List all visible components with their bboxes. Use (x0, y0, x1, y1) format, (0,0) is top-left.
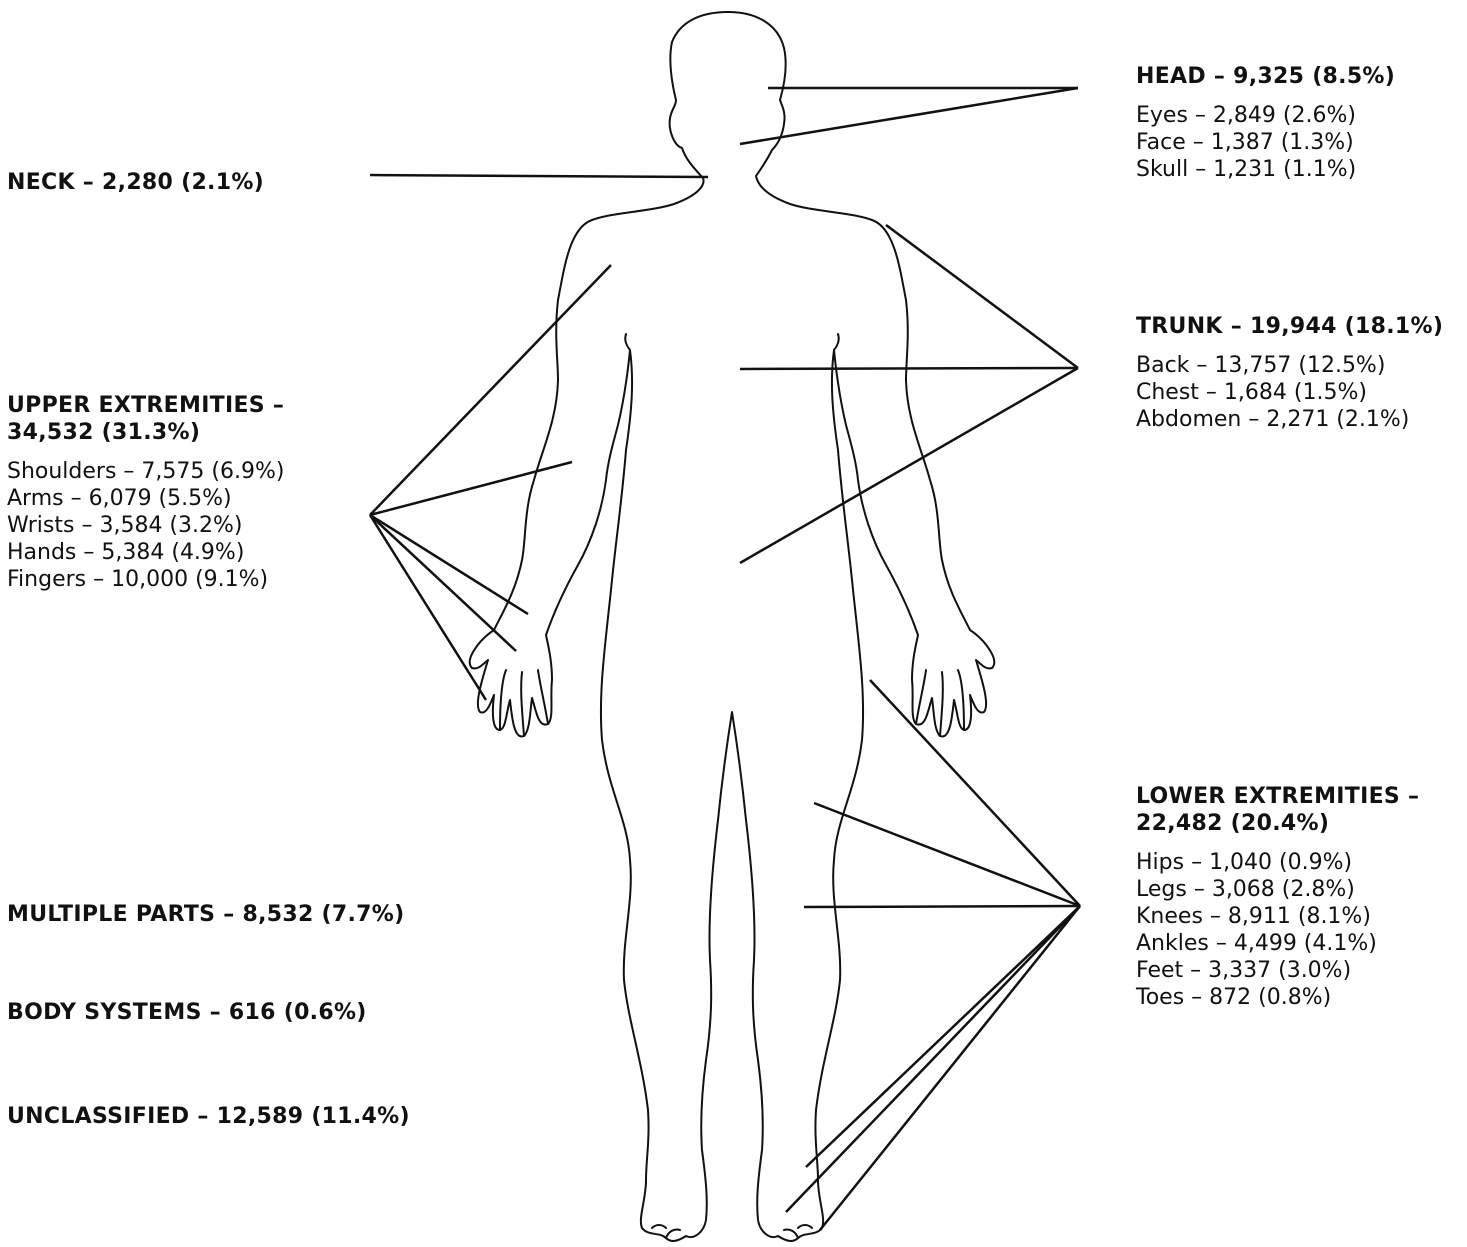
list-item: Arms – 6,079 (5.5%) (7, 485, 284, 512)
list-item: Shoulders – 7,575 (6.9%) (7, 458, 284, 485)
leader-upper-wrists (370, 515, 528, 614)
leader-trunk-back (886, 225, 1078, 368)
upper-group: UPPER EXTREMITIES – 34,532 (31.3%) Shoul… (7, 392, 284, 593)
list-item: Skull – 1,231 (1.1%) (1136, 156, 1395, 183)
list-item: Feet – 3,337 (3.0%) (1136, 957, 1419, 984)
list-item: Abdomen – 2,271 (2.1%) (1136, 406, 1443, 433)
leader-neck (370, 175, 708, 177)
neck-heading: NECK – 2,280 (2.1%) (7, 170, 264, 195)
lower-heading-line1: LOWER EXTREMITIES – (1136, 783, 1419, 810)
lower-group: LOWER EXTREMITIES – 22,482 (20.4%) Hips … (1136, 783, 1419, 1011)
body-systems-heading: BODY SYSTEMS – 616 (0.6%) (7, 1000, 367, 1025)
leader-trunk-chest (740, 368, 1078, 369)
head-heading: HEAD – 9,325 (8.5%) (1136, 63, 1395, 90)
upper-heading-line1: UPPER EXTREMITIES – (7, 392, 284, 419)
list-item: Wrists – 3,584 (3.2%) (7, 512, 284, 539)
multiple-parts-heading: MULTIPLE PARTS – 8,532 (7.7%) (7, 902, 404, 927)
trunk-group: TRUNK – 19,944 (18.1%) Back – 13,757 (12… (1136, 313, 1443, 433)
upper-heading-line2: 34,532 (31.3%) (7, 419, 284, 446)
list-item: Eyes – 2,849 (2.6%) (1136, 102, 1395, 129)
list-item: Legs – 3,068 (2.8%) (1136, 876, 1419, 903)
list-item: Fingers – 10,000 (9.1%) (7, 566, 284, 593)
upper-items: Shoulders – 7,575 (6.9%) Arms – 6,079 (5… (7, 458, 284, 593)
leader-lower-legs (814, 803, 1080, 906)
list-item: Toes – 872 (0.8%) (1136, 984, 1419, 1011)
unclassified-heading: UNCLASSIFIED – 12,589 (11.4%) (7, 1104, 410, 1129)
list-item: Face – 1,387 (1.3%) (1136, 129, 1395, 156)
leader-trunk-abdomen (740, 368, 1078, 563)
list-item: Hips – 1,040 (0.9%) (1136, 849, 1419, 876)
list-item: Hands – 5,384 (4.9%) (7, 539, 284, 566)
leader-upper-arms (370, 462, 572, 515)
leader-lines (370, 88, 1080, 1230)
trunk-items: Back – 13,757 (12.5%) Chest – 1,684 (1.5… (1136, 352, 1443, 433)
trunk-heading: TRUNK – 19,944 (18.1%) (1136, 313, 1443, 340)
leader-lower-toes (820, 906, 1080, 1230)
leader-lower-knees (804, 906, 1080, 907)
list-item: Chest – 1,684 (1.5%) (1136, 379, 1443, 406)
head-group: HEAD – 9,325 (8.5%) Eyes – 2,849 (2.6%) … (1136, 63, 1395, 183)
list-item: Ankles – 4,499 (4.1%) (1136, 930, 1419, 957)
leader-lower-hips (870, 680, 1080, 906)
leader-lower-ankles (806, 906, 1080, 1167)
leader-upper-shoulders (370, 265, 611, 515)
lower-items: Hips – 1,040 (0.9%) Legs – 3,068 (2.8%) … (1136, 849, 1419, 1011)
list-item: Back – 13,757 (12.5%) (1136, 352, 1443, 379)
head-items: Eyes – 2,849 (2.6%) Face – 1,387 (1.3%) … (1136, 102, 1395, 183)
leader-lower-feet (786, 906, 1080, 1212)
leader-head-face (740, 88, 1078, 144)
list-item: Knees – 8,911 (8.1%) (1136, 903, 1419, 930)
body-outline (470, 12, 994, 1241)
lower-heading-line2: 22,482 (20.4%) (1136, 810, 1419, 837)
